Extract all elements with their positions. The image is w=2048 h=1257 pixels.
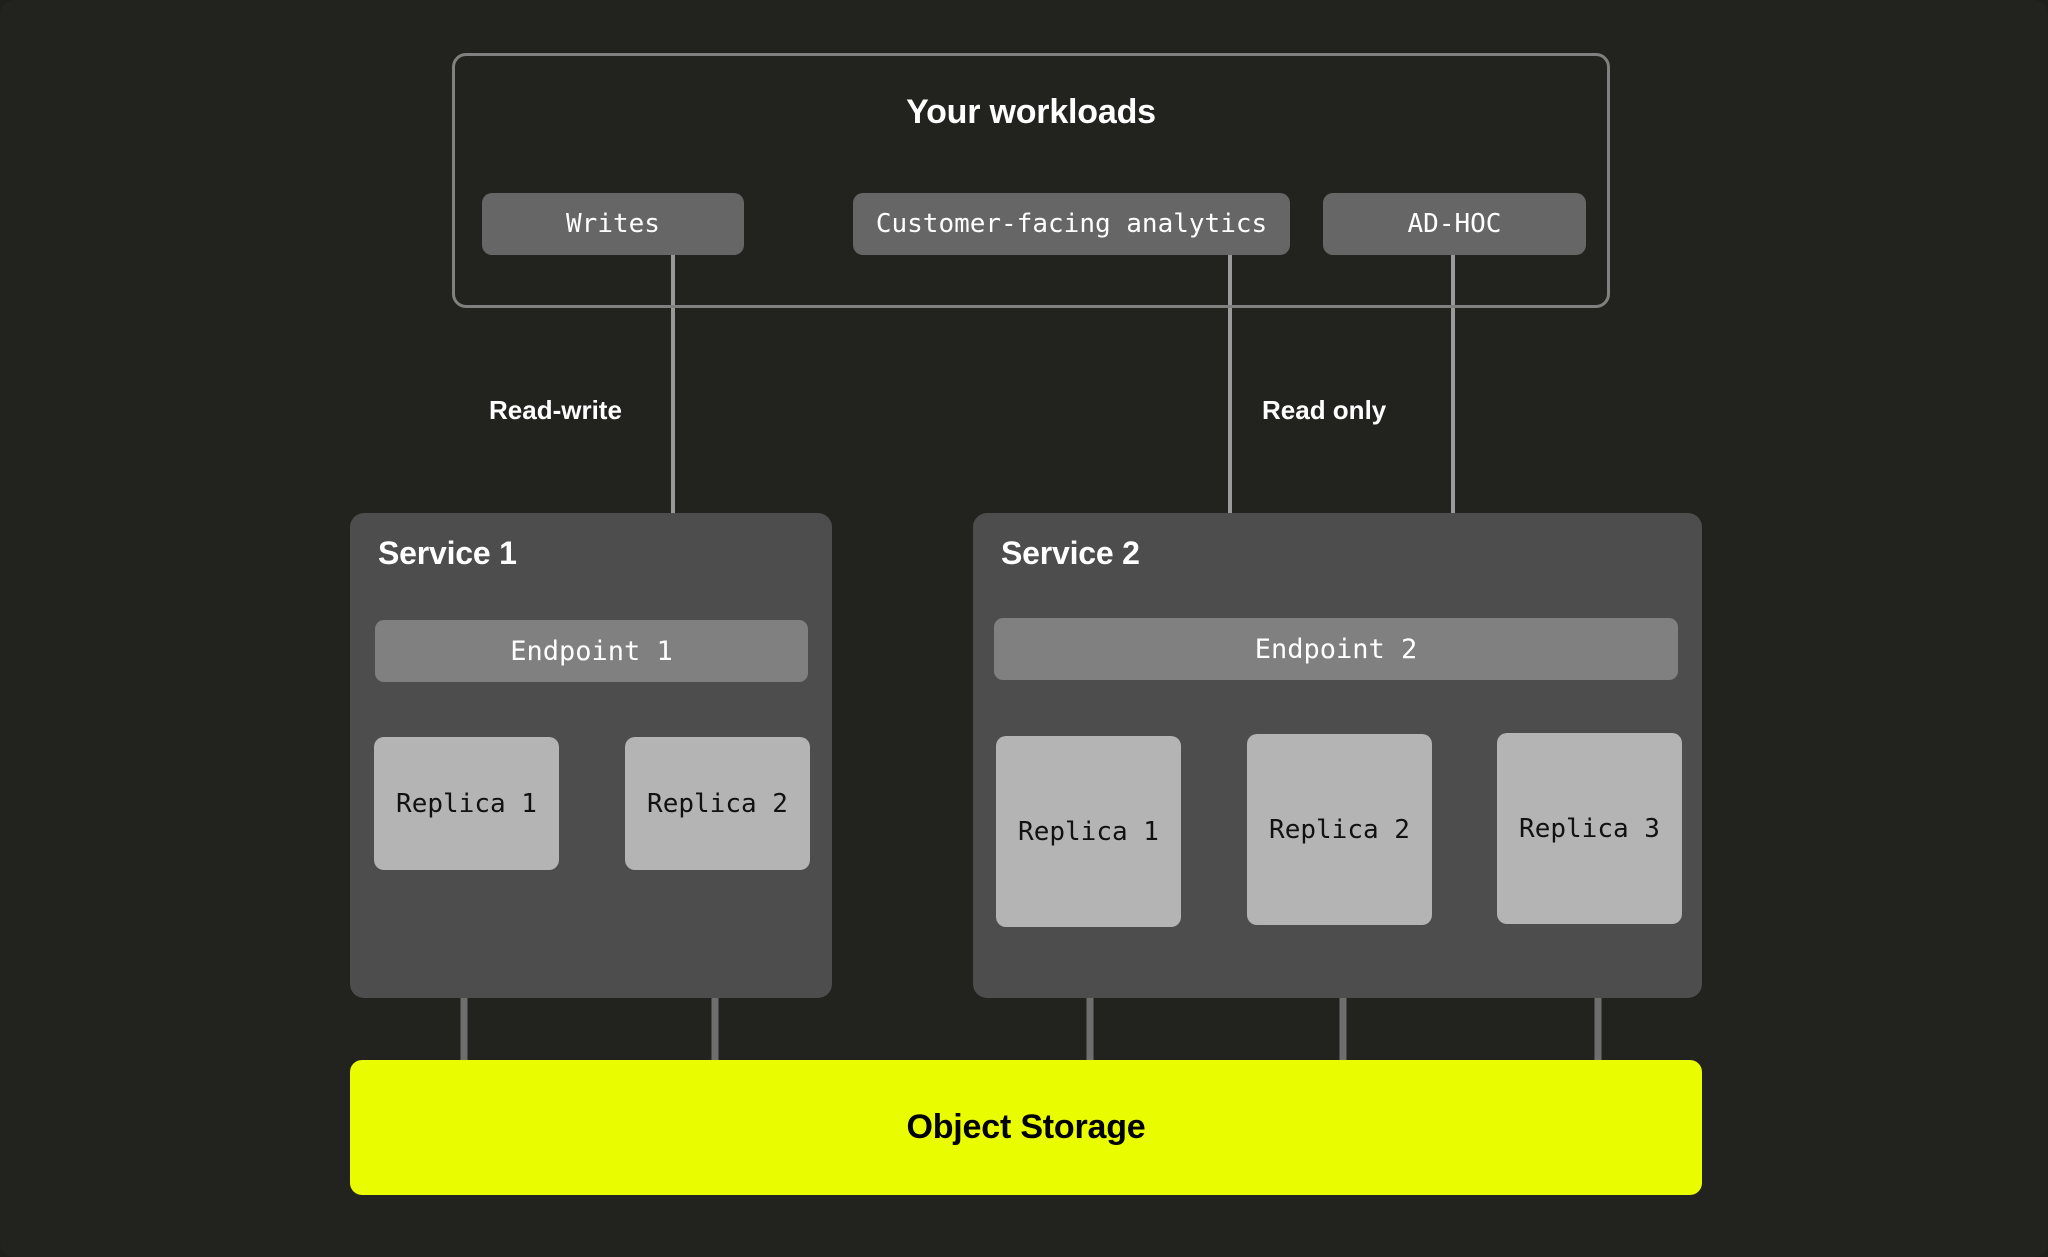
service-2-replica-1[interactable]: Replica 1 [996, 736, 1181, 927]
endpoint-2[interactable]: Endpoint 2 [994, 618, 1678, 680]
service-1-replica-2[interactable]: Replica 2 [625, 737, 810, 870]
service-2-title: Service 2 [1001, 535, 1140, 571]
workload-chip-ad-hoc[interactable]: AD-HOC [1323, 193, 1586, 255]
workload-chip-writes[interactable]: Writes [482, 193, 744, 255]
workload-chip-customer-facing-analytics[interactable]: Customer-facing analytics [853, 193, 1290, 255]
edge-label-read-only: Read only [1262, 395, 1387, 425]
workloads-container: Your workloads Writes Customer-facing an… [452, 53, 1610, 308]
edge-label-read-write: Read-write [489, 395, 622, 425]
workloads-title: Your workloads [906, 93, 1156, 131]
service-container-2: Service 2 Endpoint 2 Replica 1 Replica 2… [973, 513, 1702, 998]
service-2-replica-3[interactable]: Replica 3 [1497, 733, 1682, 924]
service-1-replica-1[interactable]: Replica 1 [374, 737, 559, 870]
service-2-replica-2[interactable]: Replica 2 [1247, 734, 1432, 925]
service-1-title: Service 1 [378, 535, 517, 571]
object-storage-block[interactable]: Object Storage [350, 1060, 1702, 1195]
service-container-1: Service 1 Endpoint 1 Replica 1 Replica 2 [350, 513, 832, 998]
endpoint-1[interactable]: Endpoint 1 [375, 620, 808, 682]
